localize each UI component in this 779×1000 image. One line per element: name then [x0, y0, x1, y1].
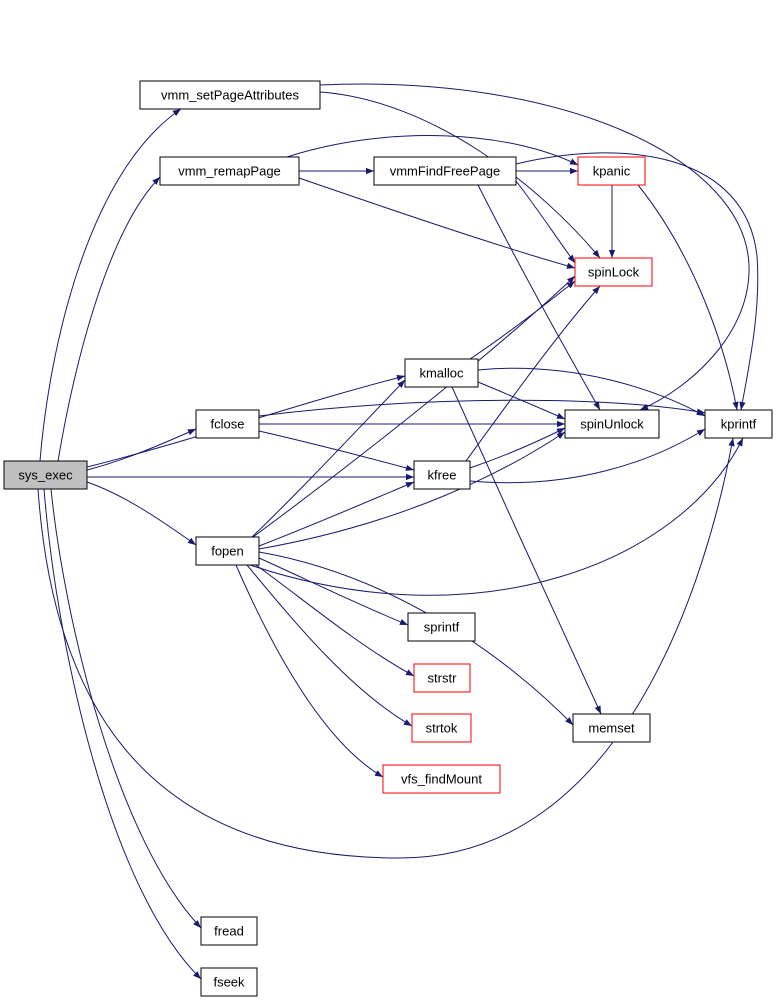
node-fseek[interactable]: fseek — [200, 967, 258, 997]
node-box-vmm_setPageAttributes — [139, 80, 321, 110]
node-label-spinUnlock: spinUnlock — [580, 417, 644, 432]
node-label-fseek: fseek — [213, 975, 245, 990]
edge-sys_exec-to-vmm_remapPage — [57, 176, 161, 462]
node-box-strstr — [413, 663, 471, 693]
node-fread[interactable]: fread — [200, 916, 258, 946]
node-label-fclose: fclose — [211, 417, 245, 432]
node-vmm_setPageAttributes[interactable]: vmm_setPageAttributes — [139, 80, 321, 110]
node-fopen[interactable]: fopen — [195, 536, 260, 566]
node-box-vfs_findMount — [382, 764, 501, 794]
edge-fopen-to-vfs_findMount — [235, 564, 384, 778]
node-spinLock[interactable]: spinLock — [574, 257, 653, 287]
node-label-strtok: strtok — [426, 721, 458, 736]
node-box-memset — [572, 713, 651, 743]
node-vmm_remapPage[interactable]: vmm_remapPage — [159, 156, 300, 186]
node-box-spinLock — [574, 257, 653, 287]
node-label-kmalloc: kmalloc — [419, 366, 464, 381]
edge-kfree-to-spinLock — [465, 285, 601, 462]
node-strtok[interactable]: strtok — [411, 713, 472, 743]
edge-sys_exec-to-fseek — [43, 488, 202, 980]
edge-vmm_setPageAttributes-to-spinLock — [319, 91, 601, 259]
node-kfree[interactable]: kfree — [413, 460, 471, 490]
node-box-strtok — [411, 713, 472, 743]
node-box-fseek — [200, 967, 258, 997]
node-sprintf[interactable]: sprintf — [407, 612, 476, 642]
node-label-strstr: strstr — [428, 671, 458, 686]
node-kmalloc[interactable]: kmalloc — [404, 358, 479, 388]
edge-sys_exec-to-fclose — [86, 428, 197, 471]
node-vmmFindFreePage[interactable]: vmmFindFreePage — [373, 156, 517, 186]
edge-vmmFindFreePage-to-spinLock — [515, 180, 576, 264]
node-strstr[interactable]: strstr — [413, 663, 471, 693]
node-label-kprintf: kprintf — [721, 417, 757, 432]
edge-vmmFindFreePage-to-kprintf — [515, 152, 759, 411]
edges-layer — [37, 83, 759, 980]
node-box-vmmFindFreePage — [373, 156, 517, 186]
node-fclose[interactable]: fclose — [195, 409, 260, 439]
edge-vmm_remapPage-to-spinLock — [298, 177, 576, 269]
node-label-fread: fread — [214, 924, 244, 939]
node-box-spinUnlock — [564, 409, 660, 439]
node-spinUnlock[interactable]: spinUnlock — [564, 409, 660, 439]
node-box-kpanic — [577, 156, 646, 186]
node-label-spinLock: spinLock — [588, 265, 640, 280]
node-box-fopen — [195, 536, 260, 566]
node-memset[interactable]: memset — [572, 713, 651, 743]
node-label-vmm_setPageAttributes: vmm_setPageAttributes — [161, 88, 300, 103]
node-label-vfs_findMount: vfs_findMount — [401, 772, 482, 787]
edge-kfree-to-spinUnlock — [469, 427, 566, 469]
edge-fopen-to-strstr — [255, 564, 415, 677]
edge-fopen-to-spinLock — [252, 275, 576, 538]
edge-fopen-to-strtok — [246, 564, 413, 727]
node-label-memset: memset — [588, 721, 635, 736]
node-box-kprintf — [704, 409, 773, 439]
node-label-sys_exec: sys_exec — [18, 468, 73, 483]
node-box-fclose — [195, 409, 260, 439]
node-box-fread — [200, 916, 258, 946]
node-kpanic[interactable]: kpanic — [577, 156, 646, 186]
edge-vmmFindFreePage-to-spinUnlock — [477, 184, 601, 411]
edge-fclose-to-kfree — [258, 430, 415, 471]
edge-sys_exec-to-kprintf — [37, 437, 735, 859]
edge-fopen-to-kfree — [258, 481, 415, 547]
edge-sys_exec-to-vmm_setPageAttributes — [39, 108, 182, 462]
node-kprintf[interactable]: kprintf — [704, 409, 773, 439]
node-label-vmmFindFreePage: vmmFindFreePage — [390, 164, 501, 179]
edge-fopen-to-kmalloc — [251, 379, 406, 538]
edge-fopen-to-kprintf — [249, 437, 744, 596]
edge-sys_exec-to-fopen — [86, 481, 197, 546]
edge-kmalloc-to-kprintf — [477, 367, 706, 417]
edge-kmalloc-to-memset — [451, 386, 602, 715]
node-label-kpanic: kpanic — [593, 164, 631, 179]
node-sys_exec[interactable]: sys_exec — [3, 460, 88, 490]
edge-sys_exec-to-fread — [50, 488, 202, 929]
node-box-sprintf — [407, 612, 476, 642]
node-box-vmm_remapPage — [159, 156, 300, 186]
edge-kpanic-to-kprintf — [637, 184, 739, 411]
edge-fclose-to-kprintf — [258, 399, 706, 417]
node-label-kfree: kfree — [428, 468, 457, 483]
node-label-vmm_remapPage: vmm_remapPage — [178, 164, 281, 179]
node-label-fopen: fopen — [211, 544, 244, 559]
node-box-kfree — [413, 460, 471, 490]
node-label-sprintf: sprintf — [424, 620, 460, 635]
node-vfs_findMount[interactable]: vfs_findMount — [382, 764, 501, 794]
edge-fopen-to-spinUnlock — [258, 431, 566, 550]
node-box-sys_exec — [3, 460, 88, 490]
edge-vmm_remapPage-to-kpanic — [286, 135, 579, 166]
nodes-layer: sys_exec vmm_setPageAttributes vmm_remapPa… — [3, 80, 773, 997]
edge-fopen-to-sprintf — [258, 557, 409, 626]
node-box-kmalloc — [404, 358, 479, 388]
edge-kfree-to-kprintf — [469, 428, 706, 484]
edge-vmm_setPageAttributes-to-spinUnlock — [319, 83, 750, 411]
edge-kmalloc-to-spinLock — [469, 280, 576, 360]
